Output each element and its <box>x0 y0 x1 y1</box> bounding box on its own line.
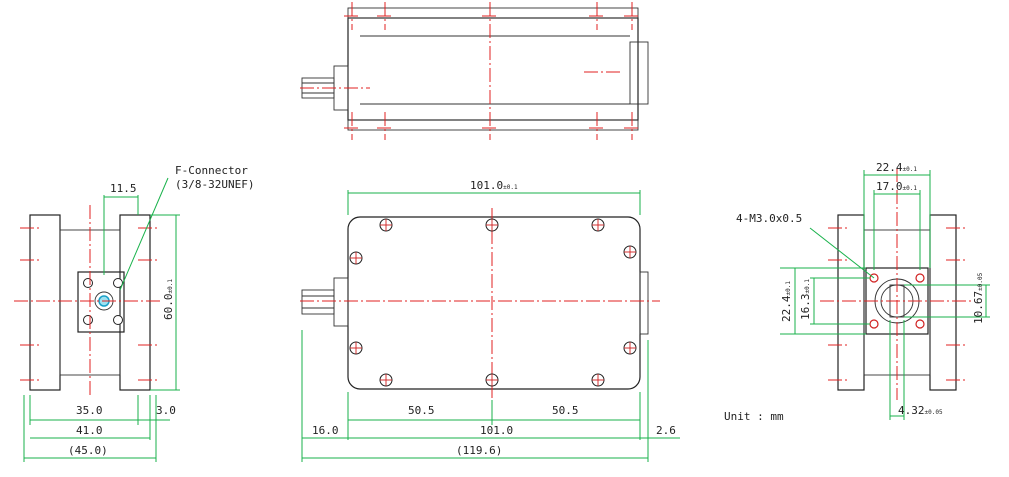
side-view-bolt-marks <box>20 227 160 381</box>
side-view <box>14 177 180 462</box>
dim-side-3: 3.0 <box>156 404 176 417</box>
unit-label: Unit : mm <box>724 410 784 423</box>
dim-flange-slot-w: 4.32±0.05 <box>898 404 943 417</box>
top-view-top-flange <box>347 7 639 19</box>
connector-thread-label: (3/8-32UNEF) <box>175 178 254 191</box>
top-view-body <box>347 17 639 121</box>
top-view <box>300 2 649 140</box>
front-view-body <box>347 216 641 390</box>
holes-label: 4-M3.0x0.5 <box>736 212 802 225</box>
end-view <box>780 168 990 420</box>
dim-flange-vert-outer: 22.4±0.1 <box>780 281 793 322</box>
side-view-connector-plate <box>77 271 125 333</box>
dim-front-total: (119.6) <box>456 444 502 457</box>
dim-front-half-left: 50.5 <box>408 404 435 417</box>
connector-label: F-Connector <box>175 164 248 177</box>
dim-side-35: 35.0 <box>76 404 103 417</box>
front-view-connector-base <box>333 277 349 327</box>
dim-side-41: 41.0 <box>76 424 103 437</box>
annotations: F-Connector (3/8-32UNEF) 4-M3.0x0.5 Unit… <box>68 161 985 457</box>
front-view-dimensions <box>301 190 680 462</box>
dim-flange-outer: 22.4±0.1 <box>876 161 917 174</box>
front-view-connector <box>301 289 335 315</box>
front-view-end-block <box>639 271 649 335</box>
end-view-left-flange <box>837 214 865 391</box>
dim-front-half-right: 50.5 <box>552 404 579 417</box>
dim-front-body: 101.0 <box>480 424 513 437</box>
dim-front-right-ext: 2.6 <box>656 424 676 437</box>
dim-side-45: (45.0) <box>68 444 108 457</box>
top-view-end-block <box>629 41 649 105</box>
dim-side-height: 60.0±0.1 <box>162 279 175 320</box>
top-view-bolt-marks <box>344 2 640 140</box>
side-view-dimensions <box>23 177 180 462</box>
dim-front-left-ext: 16.0 <box>312 424 339 437</box>
end-view-dimensions <box>780 170 990 420</box>
dim-side-top-width: 11.5 <box>110 182 137 195</box>
dim-flange-inner: 17.0±0.1 <box>876 180 917 193</box>
dim-flange-vert-inner: 16.3±0.1 <box>799 279 812 320</box>
end-view-right-flange <box>929 214 957 391</box>
dim-front-overall: 101.0±0.1 <box>470 179 518 192</box>
end-view-bolt-marks <box>828 227 966 381</box>
side-view-left-flange <box>29 214 61 391</box>
dim-flange-slot-h: 10.67±0.05 <box>972 272 985 324</box>
front-view <box>300 190 680 462</box>
top-view-bottom-flange <box>347 119 639 131</box>
front-view-screws <box>349 218 637 387</box>
